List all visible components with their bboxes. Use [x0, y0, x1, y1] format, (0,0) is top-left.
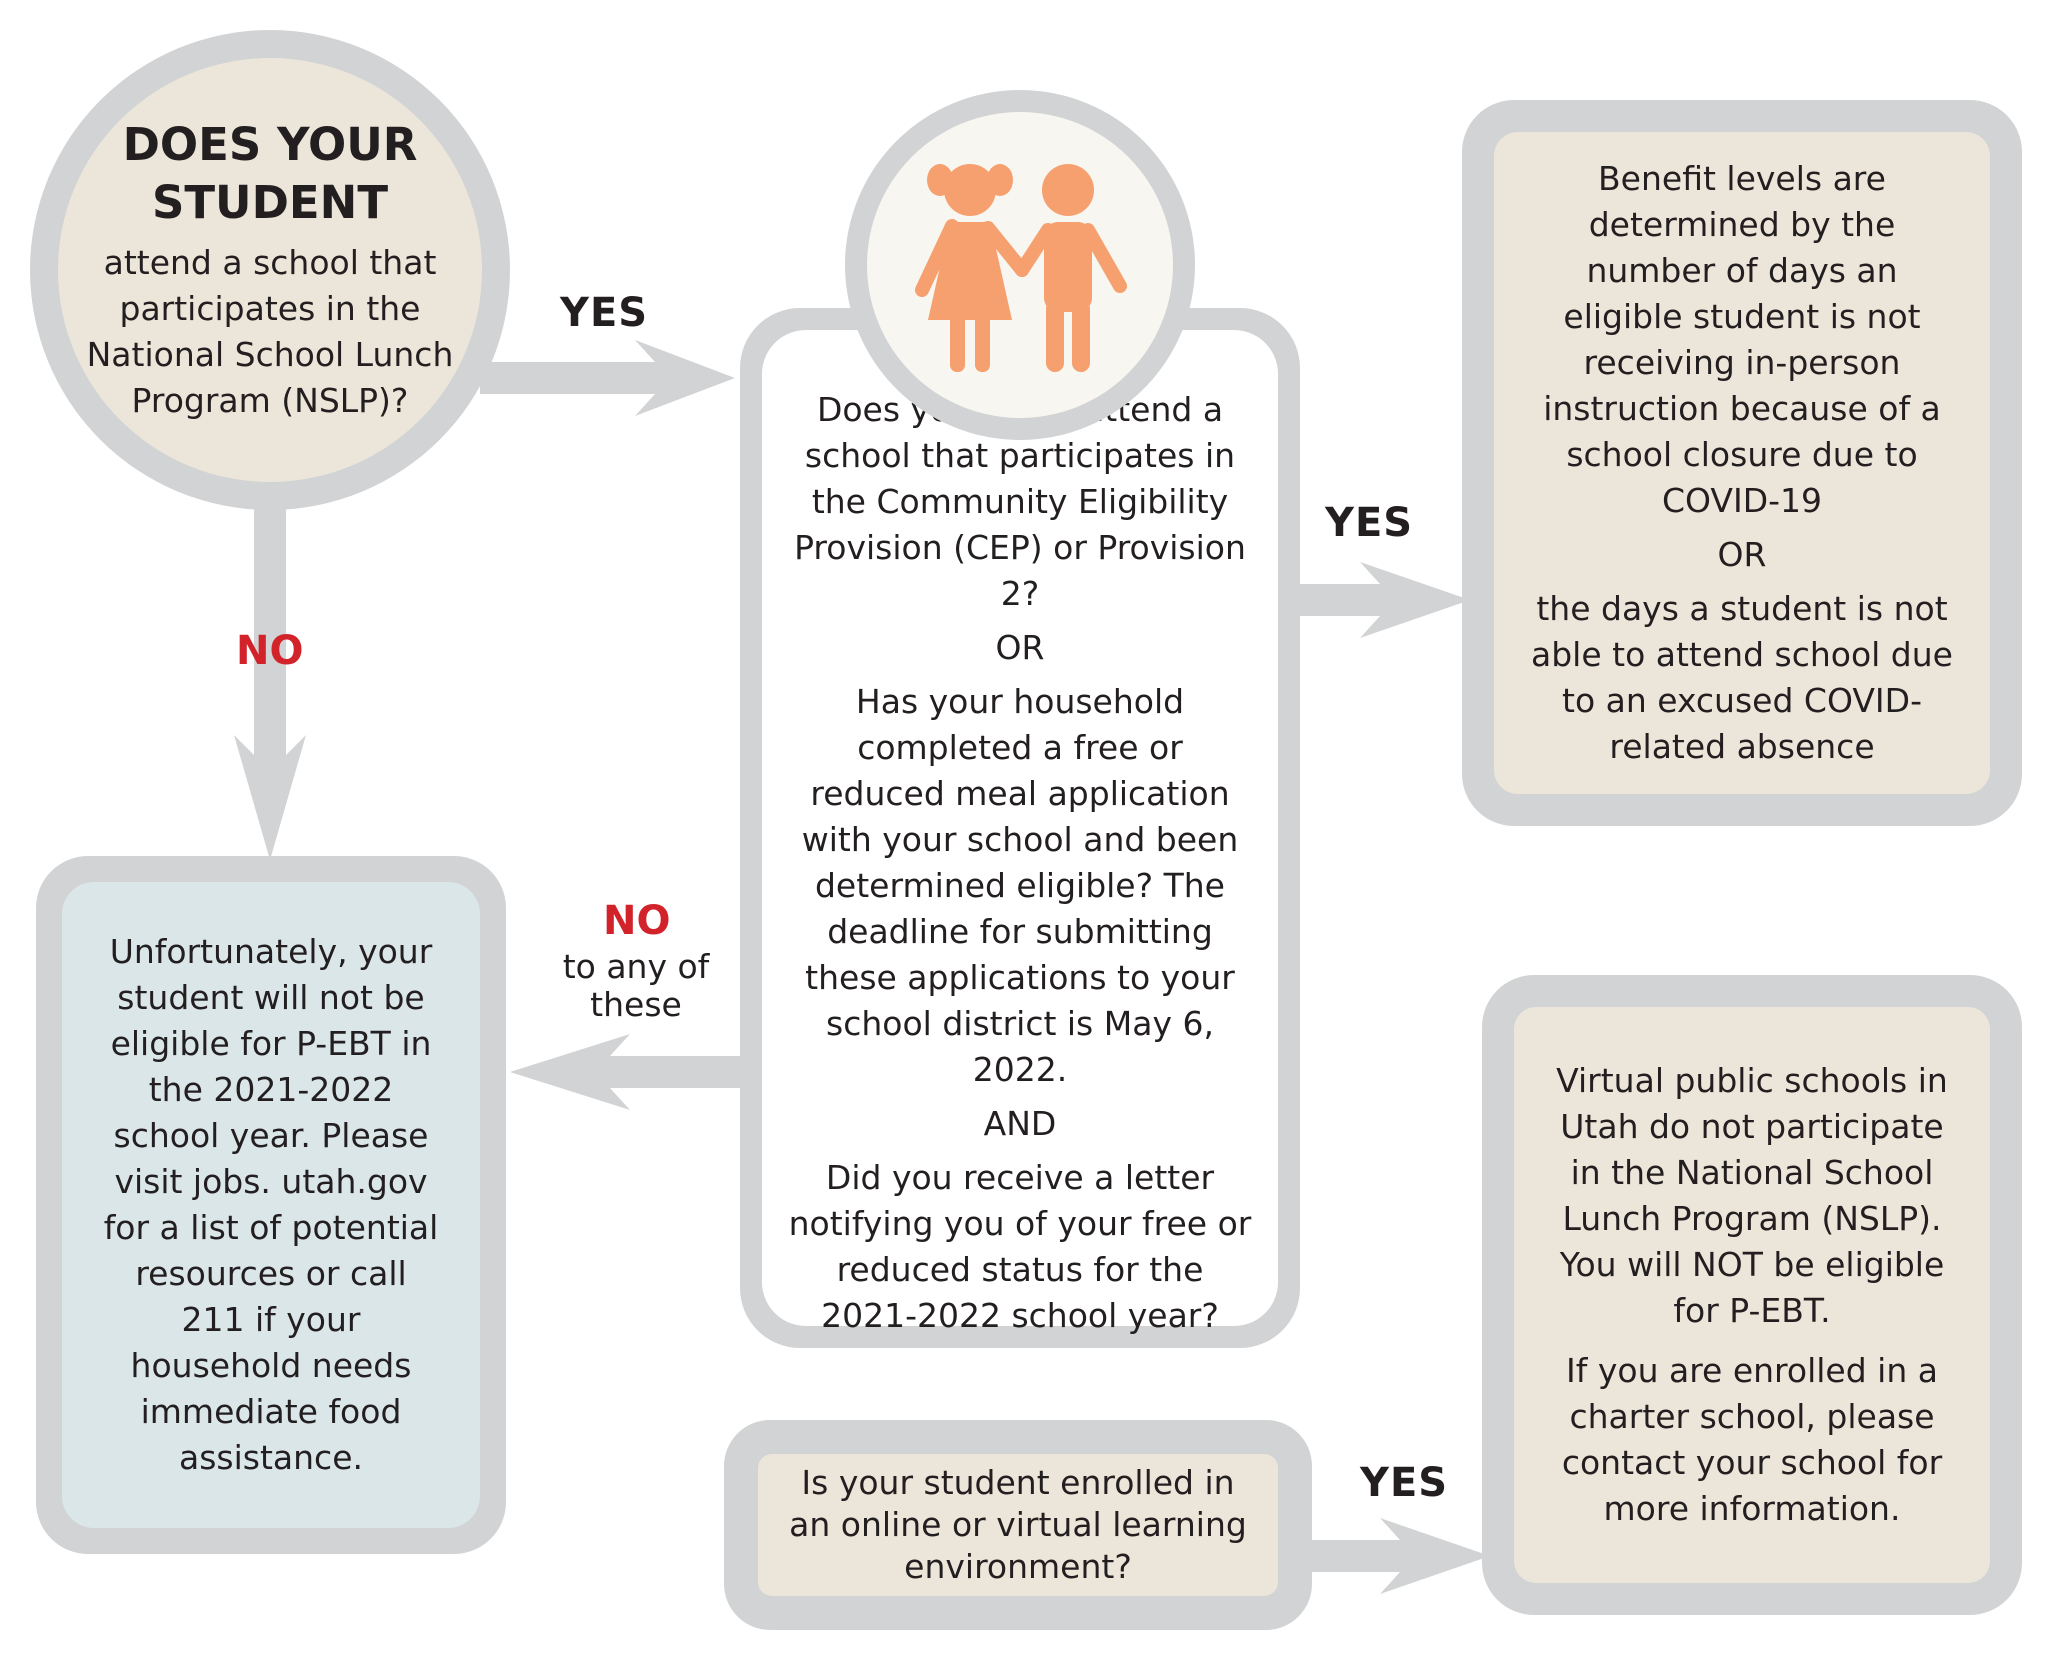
arrow-virtual-to-info [1300, 1518, 1490, 1594]
virtual-question-text: Is your student enrolled in an online or… [789, 1463, 1247, 1586]
start-heading: DOES YOUR STUDENT [122, 118, 418, 229]
center-q2: Has your household completed a free or r… [801, 682, 1239, 1089]
center-box: Does your child attend a school that par… [762, 330, 1278, 1335]
ineligible-text: Unfortunately, your student will not be … [103, 932, 439, 1477]
start-circle: DOES YOUR STUDENT attend a school that p… [58, 58, 482, 482]
benefit-box: Benefit levels are determined by the num… [1494, 132, 1990, 794]
yes-label-virtual: YES [1360, 1460, 1449, 1506]
start-circle-frame: DOES YOUR STUDENT attend a school that p… [30, 30, 510, 510]
benefit-box-frame: Benefit levels are determined by the num… [1462, 100, 2022, 826]
virtual-info-box: Virtual public schools in Utah do not pa… [1514, 1007, 1990, 1583]
yes-label-center: YES [1325, 500, 1414, 546]
benefit-p1: Benefit levels are determined by the num… [1543, 159, 1941, 520]
arrow-start-down [234, 500, 306, 860]
yes-label-start: YES [560, 290, 649, 336]
center-and: AND [983, 1104, 1057, 1143]
ineligible-box-frame: Unfortunately, your student will not be … [36, 856, 506, 1554]
arrow-center-to-benefit [1290, 562, 1470, 638]
center-or: OR [995, 628, 1045, 667]
center-box-frame: Does your child attend a school that par… [740, 308, 1300, 1348]
start-question: attend a school that participates in the… [86, 243, 454, 420]
virtual-info-frame: Virtual public schools in Utah do not pa… [1482, 975, 2022, 1615]
virtual-info-p1: Virtual public schools in Utah do not pa… [1556, 1061, 1948, 1330]
ineligible-box: Unfortunately, your student will not be … [62, 882, 480, 1528]
center-q3: Did you receive a letter notifying you o… [788, 1158, 1252, 1335]
benefit-p2: the days a student is not able to attend… [1531, 589, 1953, 766]
benefit-or: OR [1717, 535, 1767, 574]
no-label-center: NO [603, 898, 671, 944]
arrow-start-to-center [480, 340, 735, 416]
children-icon [915, 164, 1127, 372]
no-label-start: NO [236, 628, 304, 674]
virtual-question-frame: Is your student enrolled in an online or… [724, 1420, 1312, 1630]
virtual-info-p2: If you are enrolled in a charter school,… [1561, 1351, 1943, 1528]
icon-circle-frame [845, 90, 1195, 440]
icon-circle [867, 112, 1173, 418]
arrow-center-to-ineligible [510, 1034, 750, 1110]
no-label-sub: to any of these [562, 947, 710, 1024]
virtual-question-box: Is your student enrolled in an online or… [758, 1454, 1278, 1596]
